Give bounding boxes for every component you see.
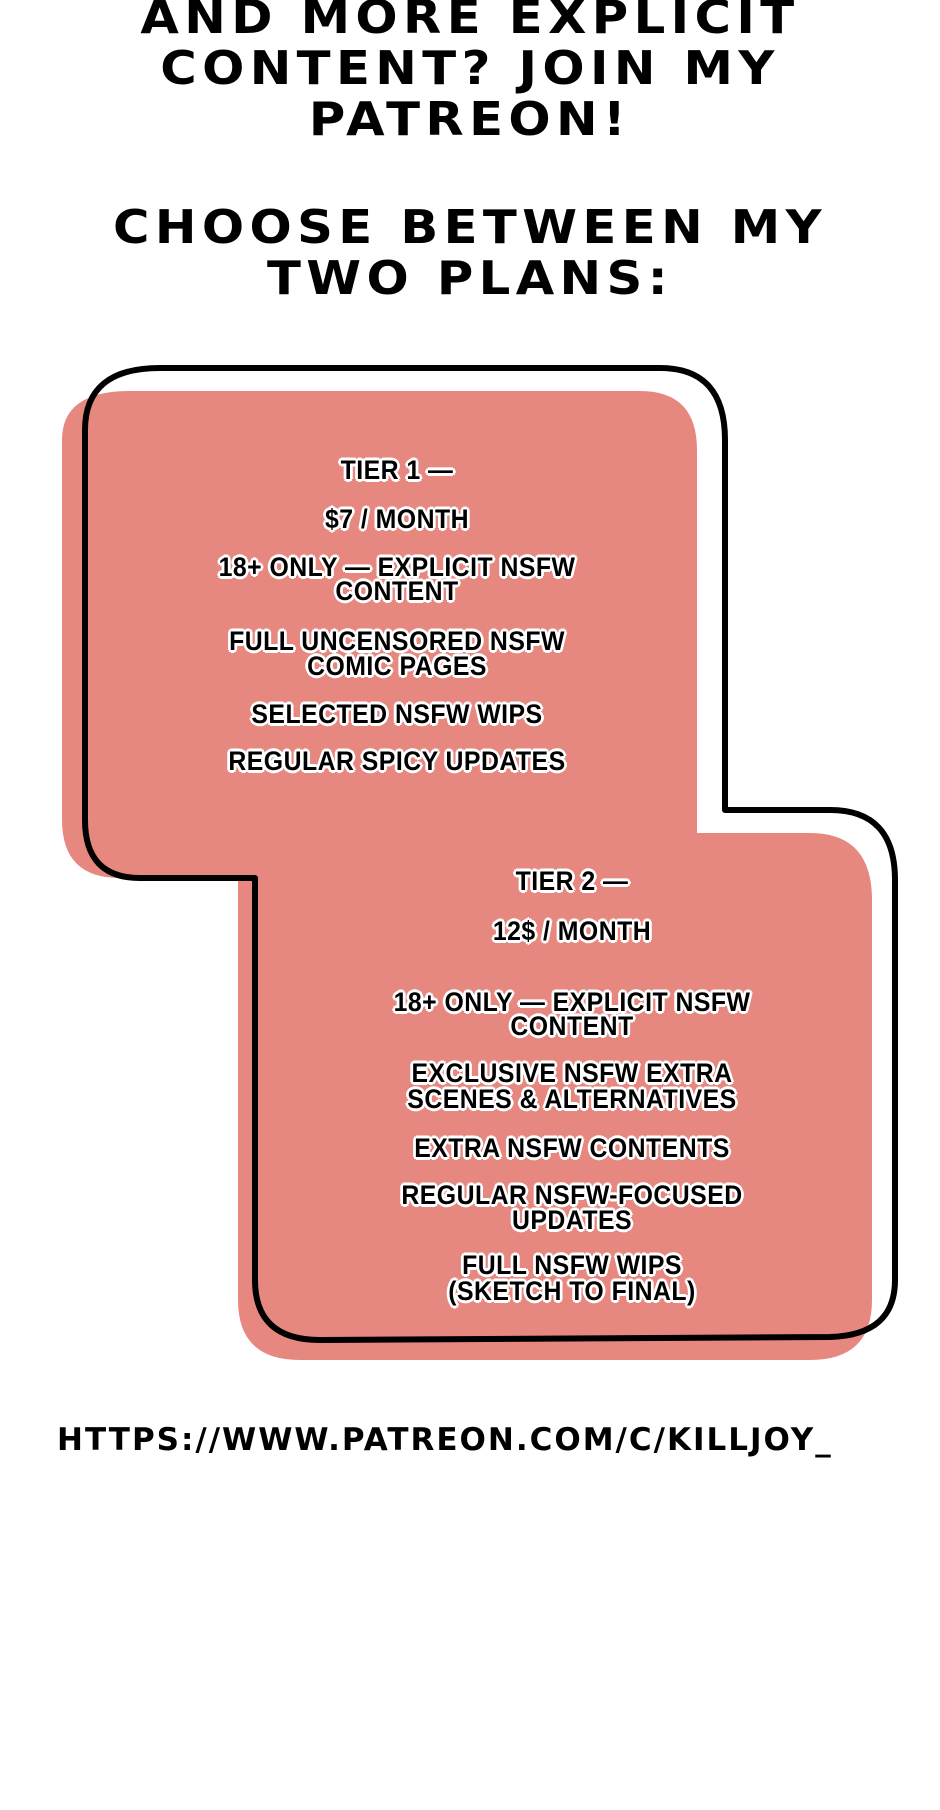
tier-2-title: TIER 2 — <box>515 866 629 896</box>
tier-2-feature: REGULAR NSFW-FOCUSED <box>401 1180 743 1210</box>
tier-2-feature: CONTENT <box>510 1011 634 1041</box>
subtitle-line-1: CHOOSE BETWEEN MY <box>113 200 827 254</box>
tier-2-feature: (SKETCH TO FINAL) <box>448 1276 696 1306</box>
patreon-link[interactable]: HTTPS://WWW.PATREON.COM/C/KILLJOY_ <box>57 1422 833 1458</box>
tier-1-feature: COMIC PAGES <box>307 651 487 681</box>
tier-2-feature: 18+ ONLY — EXPLICIT NSFW <box>393 987 751 1017</box>
tier-1-panel <box>62 391 697 878</box>
header-line-2: CONTENT? JOIN MY <box>160 41 780 95</box>
tier-2-feature: SCENES & ALTERNATIVES <box>407 1084 737 1114</box>
tier-2-feature: EXCLUSIVE NSFW EXTRA <box>411 1058 733 1088</box>
tier-1-feature: SELECTED NSFW WIPS <box>251 699 543 729</box>
tier-2-price: 12$ / MONTH <box>492 916 652 946</box>
subtitle-line-2: TWO PLANS: <box>267 251 673 305</box>
tier-1-price: $7 / MONTH <box>324 504 470 534</box>
tier-1-feature: FULL UNCENSORED NSFW <box>229 626 565 656</box>
tier-1-feature: CONTENT <box>335 576 459 606</box>
tier-2-panel <box>238 833 872 1360</box>
header-line-1: AND MORE EXPLICIT <box>140 0 800 44</box>
header-line-3: PATREON! <box>308 92 632 146</box>
tier-1-feature: 18+ ONLY — EXPLICIT NSFW <box>218 552 576 582</box>
tier-1-title: TIER 1 — <box>340 455 454 485</box>
panel-outline <box>82 365 898 1343</box>
tier-2-feature: FULL NSFW WIPS <box>462 1250 682 1280</box>
tier-2-feature: EXTRA NSFW CONTENTS <box>414 1133 730 1163</box>
tier-2-feature: UPDATES <box>511 1205 633 1235</box>
tier-1-feature: REGULAR SPICY UPDATES <box>228 746 566 776</box>
